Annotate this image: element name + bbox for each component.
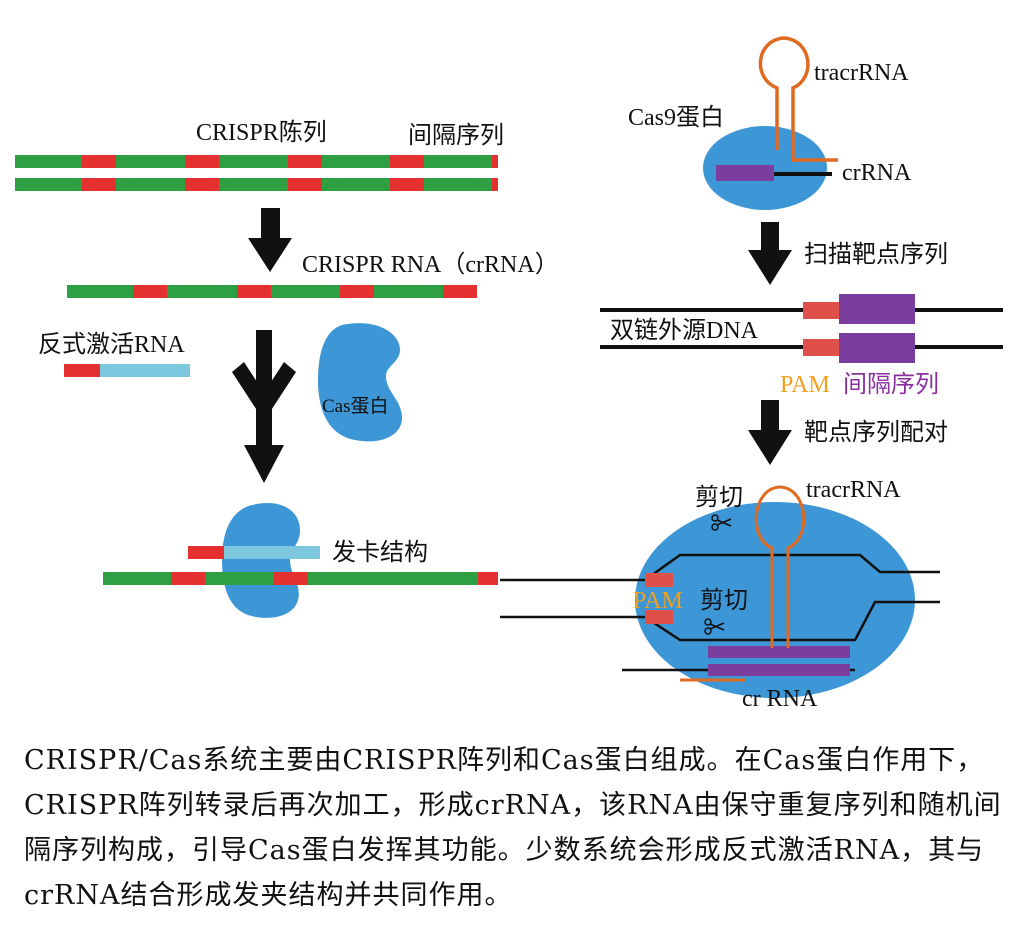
cas-complex-shape <box>222 502 300 618</box>
crrna-top-label: crRNA <box>842 160 912 186</box>
hairpin-label: 发卡结构 <box>332 539 428 566</box>
anti-rna-label: 反式激活RNA <box>38 331 185 358</box>
crrna-purple-bottom <box>708 646 850 658</box>
pam-box-top <box>645 573 673 587</box>
spacer-label: 间隔序列 <box>408 122 504 149</box>
crrna-title-label: CRISPR RNA（crRNA） <box>302 252 559 278</box>
down-arrow <box>748 400 792 465</box>
cut-bottom-label: 剪切 <box>700 587 748 614</box>
cas-protein-label: Cas蛋白 <box>322 395 389 417</box>
tracrrna-loop-top <box>758 36 838 162</box>
figure-caption: CRISPR/Cas系统主要由CRISPR阵列和Cas蛋白组成。在Cas蛋白作用… <box>24 745 1002 911</box>
cas9-label: Cas9蛋白 <box>628 104 724 131</box>
tracrrna-bottom-label: tracrRNA <box>806 477 901 503</box>
crrna-purple-top <box>716 165 774 181</box>
pairing-label: 靶点序列配对 <box>804 419 948 446</box>
hairpin-rna <box>188 546 320 559</box>
tracrrna-loop-bottom <box>680 485 806 682</box>
crrna-bottom-label: cr RNA <box>742 686 818 712</box>
merge-arrow <box>232 330 296 483</box>
crrna-bound <box>103 572 498 585</box>
cut-top-label: 剪切 <box>695 484 743 511</box>
crispr-array-label: CRISPR陈列 <box>196 119 327 146</box>
crispr-array-dna <box>15 155 498 191</box>
cas-protein-shape <box>318 323 402 442</box>
foreign-dna-label: 双链外源DNA <box>610 317 759 344</box>
crispr-diagram: CRISPR陈列 间隔序列 CRISPR RNA（crRNA） 反式激活RNA … <box>15 36 1003 712</box>
crrna-purple-bottom-2 <box>708 664 850 676</box>
pam-box-bottom <box>645 610 673 624</box>
crrna-strand <box>67 285 477 298</box>
scan-label: 扫描靶点序列 <box>804 241 948 268</box>
pam-label: PAM <box>780 372 830 398</box>
anti-rna-strand <box>64 364 190 377</box>
down-arrow <box>248 208 292 272</box>
pam-bottom-label: PAM <box>633 588 683 614</box>
foreign-dna <box>600 294 1003 363</box>
tracrrna-top-label: tracrRNA <box>814 60 909 86</box>
down-arrow <box>748 222 792 285</box>
pam-spacer-label: 间隔序列 <box>843 371 939 398</box>
